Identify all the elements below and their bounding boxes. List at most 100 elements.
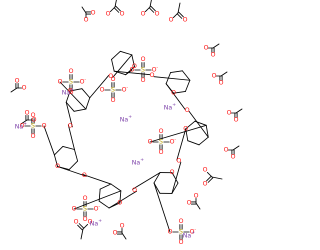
negative-charge: - — [156, 65, 158, 70]
sodium-ion: Na — [15, 124, 24, 131]
glycosidic-bond — [57, 166, 87, 177]
sulfonyl-oxygen: O — [159, 128, 164, 135]
glycosidic-oxygen: O — [68, 122, 73, 129]
methyl-bond — [195, 202, 201, 210]
ch2-linker-bond — [149, 124, 207, 143]
ch2-linker-bond — [125, 69, 133, 76]
sulfonyl-oxygen: O — [69, 89, 74, 96]
glucose-ring-bond — [187, 140, 200, 146]
glucose-ring-bond — [185, 79, 191, 92]
sulfur-atom: S — [31, 123, 35, 130]
acetate-ester-oxygen: O — [224, 147, 229, 154]
glucose-ring-bond — [185, 120, 196, 130]
glycosidic-bond — [153, 76, 191, 81]
acetate-ester-oxygen: O — [106, 11, 111, 18]
carbonyl-oxygen: O — [187, 200, 192, 207]
glucose-ring-bond — [85, 97, 91, 110]
bond-layer — [10, 0, 243, 240]
glucose-ring-bond — [65, 101, 75, 112]
sulfonyl-oxygen: O — [83, 195, 88, 202]
carbonyl-double-bond — [148, 7, 155, 13]
glycosidic-oxygen: O — [150, 72, 155, 79]
sulfonyl-oxygen: O — [31, 112, 36, 119]
glucose-ring-bond — [198, 136, 209, 146]
glucose-ring-bond — [131, 54, 135, 67]
oxide-anion: O — [152, 67, 157, 74]
positive-charge: + — [98, 218, 102, 224]
ring-oxygen: O — [117, 199, 122, 206]
carbonyl-double-bond — [206, 175, 212, 182]
glucose-ring-bond — [68, 160, 79, 171]
acetate-ester-oxygen: O — [169, 17, 174, 24]
carbonyl-oxygen: O — [91, 10, 96, 17]
sulfonyl-oxygen: O — [31, 133, 36, 140]
acetate-ester-oxygen: O — [22, 85, 27, 92]
glycosidic-bond — [165, 83, 186, 110]
sulfur-atom: S — [69, 79, 73, 86]
methyl-bond — [80, 228, 84, 240]
carbonyl-oxygen: O — [113, 230, 118, 237]
acetate-ester-oxygen: O — [212, 73, 217, 80]
methyl-bond — [235, 108, 243, 114]
positive-charge: + — [172, 102, 176, 108]
methyl-bond — [220, 71, 228, 77]
ring-oxygen: O — [171, 90, 176, 97]
carbonyl-oxygen: O — [234, 117, 239, 124]
glycosidic-bond — [67, 124, 75, 150]
glucose-ring-bond — [110, 183, 122, 192]
carbonyl-double-bond — [78, 223, 85, 229]
ch2-linker-bond — [73, 190, 122, 210]
carbonyl-oxygen: O — [74, 219, 79, 226]
carbonyl-oxygen: O — [120, 11, 125, 18]
oxide-anion: O — [94, 206, 99, 213]
ester-oxygen: O — [58, 79, 63, 86]
glycosidic-oxygen: O — [108, 73, 113, 80]
glucose-ring-bond — [73, 108, 87, 112]
glucose-ring-bond — [69, 88, 83, 92]
sodium-ion: Na — [164, 105, 173, 112]
sodium-ion: Na — [90, 221, 99, 228]
sulfonyl-oxygen: O — [141, 77, 146, 84]
sulfonyl-oxygen: O — [69, 68, 74, 75]
carbonyl-oxygen: O — [15, 78, 20, 85]
ester-oxygen: O — [168, 229, 173, 236]
methyl-bond — [81, 6, 87, 14]
sulfonyl-oxygen: O — [179, 239, 184, 246]
glucose-ring-bond — [98, 200, 110, 209]
glucose-ring-bond — [185, 128, 189, 142]
sulfonyl-oxygen: O — [141, 56, 146, 63]
carbonyl-oxygen: O — [211, 52, 216, 59]
negative-charge: - — [126, 85, 128, 90]
glucose-ring-bond — [170, 70, 183, 74]
acetate-ester-oxygen: O — [88, 219, 93, 226]
methyl-bond — [114, 0, 117, 8]
carbonyl-oxygen: O — [155, 11, 160, 18]
ester-oxygen: O — [130, 67, 135, 74]
glucose-ring-bond — [171, 182, 179, 194]
sulfonyl-oxygen: O — [83, 216, 88, 223]
glycosidic-bond — [171, 161, 182, 194]
acetate-ester-oxygen: O — [141, 11, 146, 18]
acetate-ester-oxygen: O — [203, 167, 208, 174]
carbonyl-double-bond — [113, 7, 120, 13]
methyl-bond — [177, 2, 181, 14]
positive-charge: + — [23, 121, 27, 127]
sulfur-atom: S — [83, 206, 87, 213]
glycosidic-bond — [112, 54, 133, 78]
oxide-anion: O — [170, 139, 175, 146]
positive-charge: + — [140, 157, 144, 163]
carbonyl-double-bond — [77, 224, 83, 231]
glycosidic-bond — [89, 74, 110, 99]
carbonyl-double-bond — [150, 5, 156, 12]
acetate-ester-oxygen: O — [84, 17, 89, 24]
oxide-anion: O — [122, 87, 127, 94]
glucose-ring-bond — [62, 145, 75, 150]
ester-oxygen: O — [100, 87, 105, 94]
acetate-ester-oxygen: O — [194, 193, 199, 200]
carbonyl-oxygen: O — [25, 110, 30, 117]
negative-charge: - — [84, 77, 86, 82]
ester-oxygen: O — [72, 206, 77, 213]
sulfur-atom: S — [179, 229, 183, 236]
